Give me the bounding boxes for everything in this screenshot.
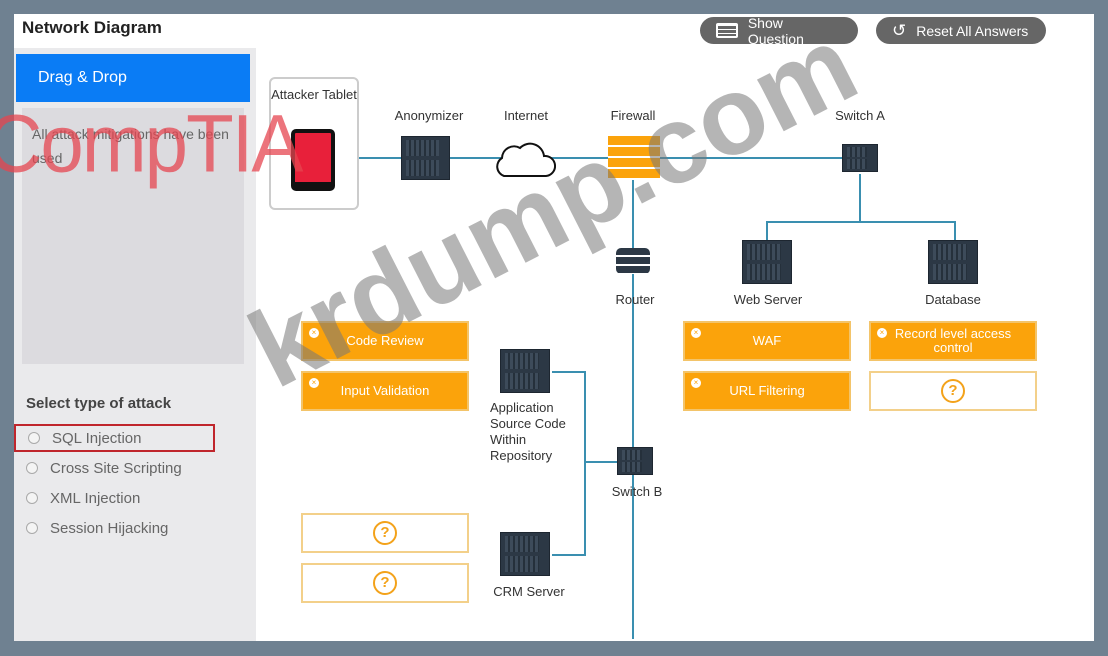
empty-drop-slot[interactable]: ? (869, 371, 1037, 411)
switch-a-icon (842, 144, 878, 172)
firewall-label: Firewall (610, 108, 656, 123)
anonymizer-server-icon (401, 136, 450, 180)
database-icon (928, 240, 978, 284)
cloud-icon (496, 142, 556, 177)
mitigation-label: Input Validation (340, 383, 430, 398)
show-question-button[interactable]: Show Question (700, 14, 858, 47)
link-line (859, 174, 861, 222)
firewall-icon (608, 136, 660, 180)
radio-label: XML Injection (50, 489, 141, 507)
question-icon: ? (373, 521, 397, 545)
attacker-tablet-node: Attacker Tablet (269, 77, 359, 210)
radio-xss[interactable]: Cross Site Scripting (14, 454, 214, 482)
radio-icon (28, 432, 40, 444)
web-server-label: Web Server (733, 292, 803, 307)
select-attack-title: Select type of attack (26, 395, 172, 412)
reset-icon: ↺ (892, 20, 907, 40)
link-line (584, 371, 586, 555)
remove-icon[interactable]: × (691, 378, 701, 388)
router-icon (616, 248, 650, 274)
crm-server-label: CRM Server (493, 584, 565, 599)
question-icon: ? (941, 379, 965, 403)
attacker-label: Attacker Tablet (271, 87, 357, 102)
mitigation-waf[interactable]: × WAF (683, 321, 851, 361)
drag-drop-tab[interactable]: Drag & Drop (16, 54, 250, 102)
link-line (632, 159, 634, 639)
radio-label: Cross Site Scripting (50, 459, 182, 477)
link-line (954, 221, 956, 241)
mitigation-url-filtering[interactable]: × URL Filtering (683, 371, 851, 411)
switch-b-icon (617, 447, 653, 475)
mitigation-label: WAF (752, 333, 782, 348)
radio-sql-injection[interactable]: SQL Injection (14, 424, 215, 452)
page-title: Network Diagram (22, 18, 162, 37)
network-diagram-panel: Network Diagram Drag & Drop All attack m… (14, 14, 1094, 641)
question-icon: ? (373, 571, 397, 595)
internet-label: Internet (503, 108, 549, 123)
reset-answers-button[interactable]: ↺ Reset All Answers (876, 17, 1046, 44)
list-icon (716, 23, 738, 38)
app-source-label: Application Source Code Within Repositor… (490, 400, 566, 463)
radio-session-hijacking[interactable]: Session Hijacking (14, 514, 214, 542)
empty-drop-slot[interactable]: ? (301, 563, 469, 603)
drag-source-well: All attack mitigations have been used (22, 108, 244, 364)
repository-server-icon (500, 349, 550, 393)
crm-server-icon (500, 532, 550, 576)
sidebar: Drag & Drop All attack mitigations have … (14, 48, 256, 641)
mitigation-label: URL Filtering (729, 383, 805, 398)
mitigation-code-review[interactable]: × Code Review (301, 321, 469, 361)
database-label: Database (925, 292, 981, 307)
mitigation-label: Record level access control (894, 326, 1012, 355)
radio-icon (26, 522, 38, 534)
remove-icon[interactable]: × (309, 328, 319, 338)
radio-icon (26, 492, 38, 504)
switch-b-label: Switch B (611, 484, 663, 499)
reset-label: Reset All Answers (916, 22, 1029, 39)
link-line (766, 221, 956, 223)
link-line (766, 221, 768, 241)
link-line (552, 371, 584, 373)
radio-label: Session Hijacking (50, 519, 169, 537)
empty-drop-slot[interactable]: ? (301, 513, 469, 553)
remove-icon[interactable]: × (877, 328, 887, 338)
radio-xml-injection[interactable]: XML Injection (14, 484, 214, 512)
router-label: Router (615, 292, 655, 307)
link-line (586, 461, 634, 463)
link-line (552, 554, 586, 556)
tablet-icon (291, 129, 335, 191)
show-question-label: Show Question (747, 14, 804, 47)
radio-icon (26, 462, 38, 474)
mitigation-record-level[interactable]: × Record level access control (869, 321, 1037, 361)
switch-a-label: Switch A (835, 108, 885, 123)
radio-label: SQL Injection (52, 429, 142, 447)
comptia-watermark: CompTIA (0, 96, 303, 190)
remove-icon[interactable]: × (691, 328, 701, 338)
remove-icon[interactable]: × (309, 378, 319, 388)
mitigation-label: Code Review (346, 333, 424, 348)
mitigation-input-validation[interactable]: × Input Validation (301, 371, 469, 411)
anonymizer-label: Anonymizer (394, 108, 464, 123)
web-server-icon (742, 240, 792, 284)
